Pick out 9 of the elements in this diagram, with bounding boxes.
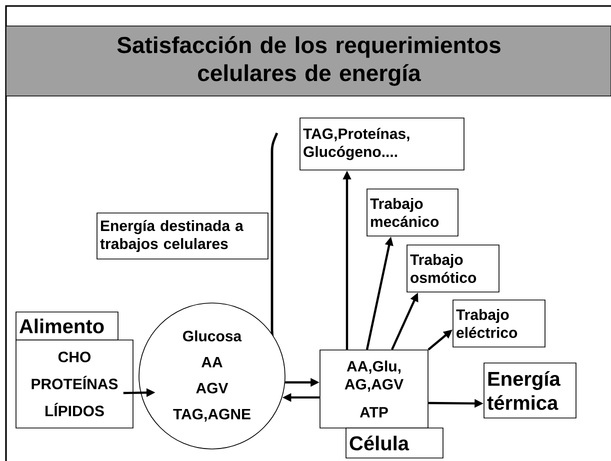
text-box: Energía destinada a trabajos celulares [96,212,268,260]
text-box: Trabajo eléctrico [452,300,546,348]
text-box: Trabajo mecánico [366,188,458,236]
title-band: Satisfacción de los requerimientos celulares de energía [6,26,611,96]
label-box: Célula [346,428,444,458]
text-box: Trabajo osmótico [406,244,500,292]
text-box: TAG,Proteínas, Glucógeno.... [300,118,464,170]
label-box: Alimento [16,312,118,340]
text-box: Energía térmica [484,362,576,418]
